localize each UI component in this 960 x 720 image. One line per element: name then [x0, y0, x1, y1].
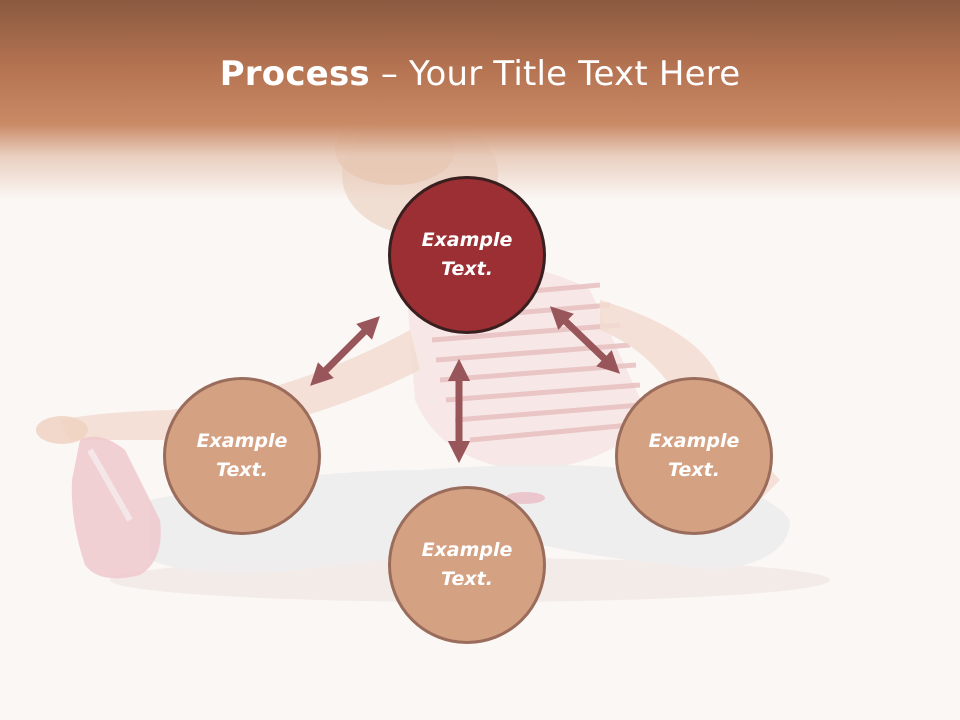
right-node-label: Example Text. — [649, 427, 740, 485]
slide-title: Process – Your Title Text Here — [0, 52, 960, 96]
center-node[interactable]: Example Text. — [388, 176, 546, 334]
left-node-line1: Example — [196, 430, 288, 452]
left-node[interactable]: Example Text. — [163, 377, 321, 535]
left-node-line2: Text. — [216, 459, 268, 481]
title-bar — [0, 0, 960, 200]
left-node-label: Example Text. — [197, 427, 288, 485]
title-bold-text: Process — [219, 54, 370, 94]
bottom-node-line2: Text. — [441, 568, 493, 590]
title-rest-text: – Your Title Text Here — [369, 54, 741, 94]
bottom-node[interactable]: Example Text. — [388, 486, 546, 644]
center-node-line2: Text. — [441, 258, 493, 280]
right-node[interactable]: Example Text. — [615, 377, 773, 535]
center-node-label: Example Text. — [422, 226, 513, 284]
arrow-center-right — [549, 306, 621, 374]
bottom-node-line1: Example — [421, 539, 513, 561]
right-node-line2: Text. — [668, 459, 720, 481]
bottom-node-label: Example Text. — [422, 536, 513, 594]
right-node-line1: Example — [648, 430, 740, 452]
arrow-center-left — [310, 316, 380, 386]
center-node-line1: Example — [421, 229, 513, 251]
